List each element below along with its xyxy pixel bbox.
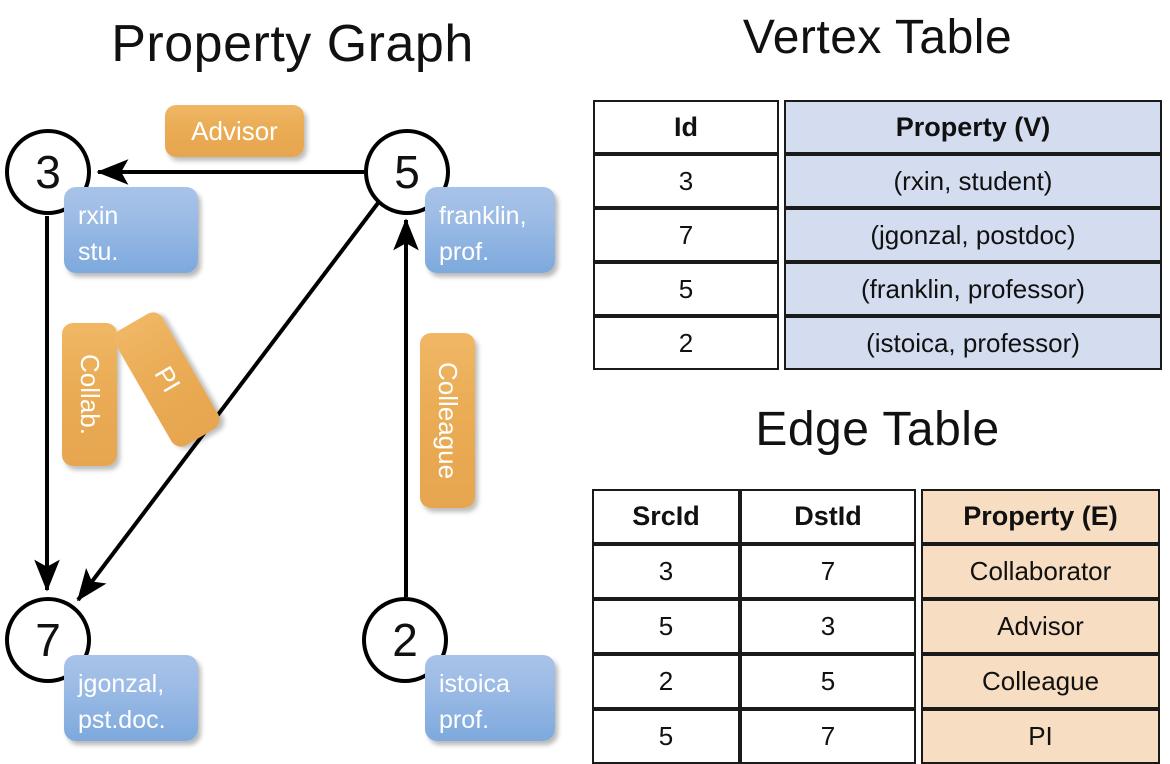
table-header-row: SrcId DstId Property (E)	[592, 489, 1160, 544]
table-row[interactable]: 5 (franklin, professor)	[593, 262, 1162, 316]
vertex-property-box-5: franklin, prof.	[425, 187, 555, 273]
column-gap	[916, 599, 921, 654]
vertex-property-box-2: istoica prof.	[425, 655, 555, 741]
vertex-cell-property: (jgonzal, postdoc)	[784, 208, 1162, 262]
edge-cell-srcid: 3	[592, 544, 740, 599]
table-row[interactable]: 5 3 Advisor	[592, 599, 1160, 654]
table-row[interactable]: 2 5 Colleague	[592, 654, 1160, 709]
column-gap	[916, 489, 921, 544]
vertex-property-line-2: pst.doc.	[78, 705, 166, 734]
edge-label-advisor: Advisor	[165, 105, 304, 157]
edge-label-colleague-text: Colleague	[433, 361, 463, 480]
column-gap	[779, 262, 784, 316]
vertex-property-line-2: prof.	[439, 705, 490, 734]
vertex-property-box-7: jgonzal, pst.doc.	[64, 655, 198, 741]
table-row[interactable]: 3 7 Collaborator	[592, 544, 1160, 599]
page-title-edge-table: Edge Table	[755, 403, 1000, 456]
vertex-property-box-3: rxin stu.	[64, 187, 198, 273]
edge-table-header-srcid: SrcId	[592, 489, 740, 544]
column-gap	[779, 154, 784, 208]
column-gap	[916, 709, 921, 764]
vertex-property-line-1: istoica	[439, 670, 510, 698]
vertex-cell-id: 7	[593, 208, 779, 262]
vertex-property-line-2: prof.	[439, 237, 490, 266]
vertex-cell-id: 2	[593, 316, 779, 370]
vertex-property-line-2: stu.	[78, 237, 119, 266]
vertex-cell-id: 3	[593, 154, 779, 208]
column-gap	[779, 100, 784, 154]
vertex-table-header-property: Property (V)	[784, 100, 1162, 154]
edge-label-advisor-text: Advisor	[191, 115, 278, 146]
edge-cell-dstid: 3	[740, 599, 916, 654]
property-graph-canvas: 3 5 7 2 rxin stu. franklin, prof. jgonza…	[0, 0, 585, 760]
edge-cell-dstid: 5	[740, 654, 916, 709]
edge-cell-property: PI	[921, 709, 1160, 764]
column-gap	[779, 208, 784, 262]
graph-node-5[interactable]: 5	[364, 129, 450, 215]
vertex-cell-property: (rxin, student)	[784, 154, 1162, 208]
edge-cell-property: Advisor	[921, 599, 1160, 654]
edge-arrow-5-to-7	[76, 201, 380, 602]
edge-table-header-property: Property (E)	[921, 489, 1160, 544]
graph-node-2[interactable]: 2	[362, 597, 448, 683]
edge-cell-dstid: 7	[740, 544, 916, 599]
table-row[interactable]: 2 (istoica, professor)	[593, 316, 1162, 370]
vertex-property-line-1: franklin,	[439, 202, 527, 230]
edge-label-colleague: Colleague	[420, 333, 475, 508]
table-row[interactable]: 5 7 PI	[592, 709, 1160, 764]
edge-cell-property: Collaborator	[921, 544, 1160, 599]
vertex-cell-property: (istoica, professor)	[784, 316, 1162, 370]
edge-label-collab-text: Collab.	[75, 354, 105, 435]
table-row[interactable]: 3 (rxin, student)	[593, 154, 1162, 208]
vertex-table: Id Property (V) 3 (rxin, student) 7 (jgo…	[593, 100, 1162, 370]
edge-label-collab: Collab.	[62, 323, 117, 466]
graph-edge-arrows	[34, 159, 419, 602]
edge-cell-property: Colleague	[921, 654, 1160, 709]
edge-table: SrcId DstId Property (E) 3 7 Collaborato…	[592, 489, 1160, 764]
page-title-vertex-table: Vertex Table	[742, 11, 1013, 64]
edge-cell-srcid: 2	[592, 654, 740, 709]
table-row[interactable]: 7 (jgonzal, postdoc)	[593, 208, 1162, 262]
vertex-cell-id: 5	[593, 262, 779, 316]
page-title-property-graph: Property Graph	[111, 15, 474, 73]
column-gap	[916, 544, 921, 599]
vertex-property-line-1: jgonzal,	[78, 670, 165, 698]
edge-cell-srcid: 5	[592, 709, 740, 764]
vertex-cell-property: (franklin, professor)	[784, 262, 1162, 316]
column-gap	[779, 316, 784, 370]
edge-table-header-dstid: DstId	[740, 489, 916, 544]
table-header-row: Id Property (V)	[593, 100, 1162, 154]
vertex-table-header-id: Id	[593, 100, 779, 154]
vertex-property-line-1: rxin	[78, 202, 119, 230]
edge-cell-dstid: 7	[740, 709, 916, 764]
edge-cell-srcid: 5	[592, 599, 740, 654]
column-gap	[916, 654, 921, 709]
edge-label-pi-text: PI	[148, 361, 187, 398]
